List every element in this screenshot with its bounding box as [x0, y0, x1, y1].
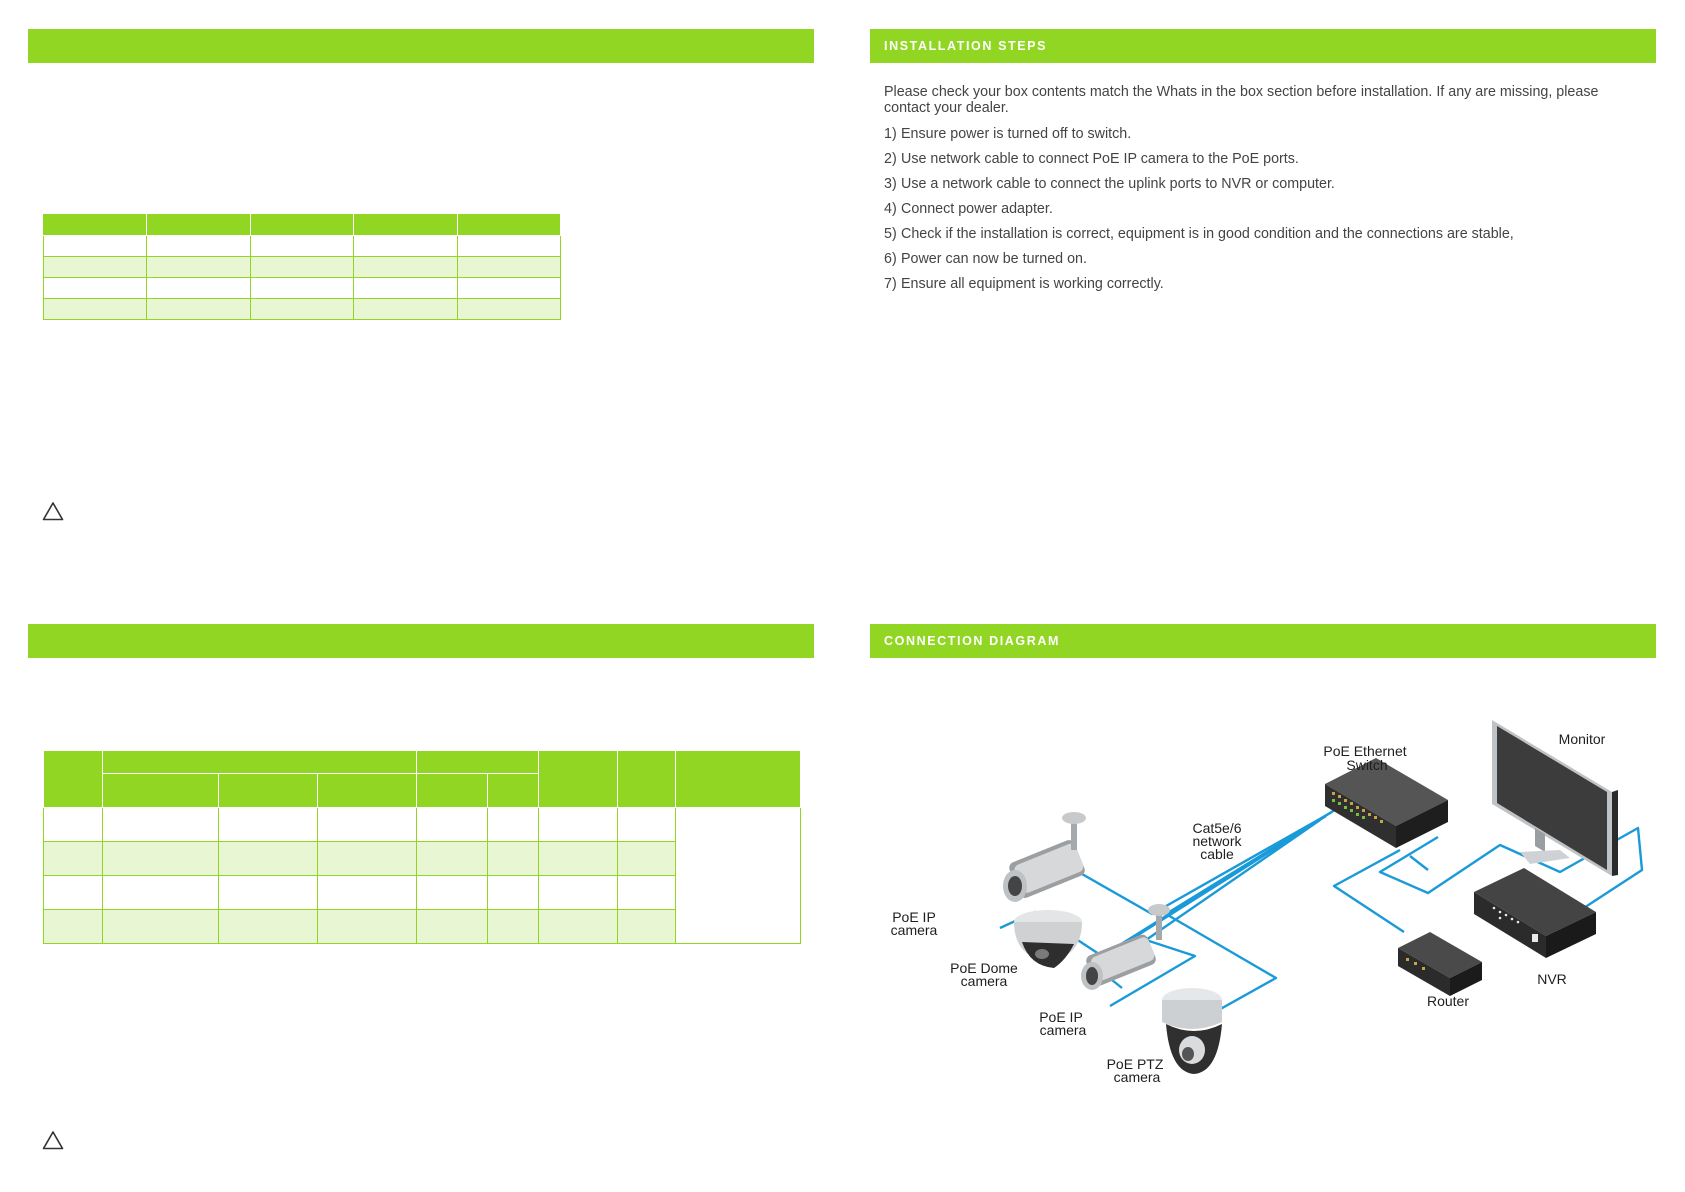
label-switch-line2: Switch — [1346, 757, 1387, 773]
poe-ptz-camera-icon — [1162, 988, 1222, 1074]
poe-ip-camera-icon — [1003, 812, 1086, 902]
table-row — [43, 909, 801, 944]
step-text: Use network cable to connect PoE IP came… — [901, 151, 1299, 167]
section-header-bottom-left — [28, 624, 814, 658]
installation-step: 4)Connect power adapter. — [884, 201, 1604, 217]
step-number: 1) — [884, 126, 897, 142]
step-number: 4) — [884, 201, 897, 217]
table-row — [42, 256, 562, 278]
step-text: Ensure all equipment is working correctl… — [901, 276, 1164, 292]
specs-table-top — [42, 214, 562, 320]
table-header-row — [43, 750, 802, 808]
label-monitor: Monitor — [1559, 731, 1606, 747]
step-number: 2) — [884, 151, 897, 167]
table-row — [43, 875, 801, 910]
monitor-icon — [1492, 720, 1618, 876]
poe-switch-icon — [1325, 758, 1448, 848]
label-dome-camera-line2: camera — [961, 973, 1008, 989]
step-number: 6) — [884, 251, 897, 267]
steps-list: 1)Ensure power is turned off to switch.2… — [884, 126, 1604, 292]
label-ip-camera-2-line2: camera — [1040, 1022, 1087, 1038]
table-row — [43, 841, 801, 876]
step-text: Connect power adapter. — [901, 201, 1053, 217]
installation-step: 5)Check if the installation is correct, … — [884, 226, 1604, 242]
step-text: Use a network cable to connect the uplin… — [901, 176, 1335, 192]
table-row — [42, 235, 562, 257]
installation-step: 1)Ensure power is turned off to switch. — [884, 126, 1604, 142]
section-header-installation-steps: INSTALLATION STEPS — [870, 29, 1656, 63]
label-router: Router — [1427, 993, 1469, 1009]
label-switch-line1: PoE Ethernet — [1323, 743, 1406, 759]
step-number: 7) — [884, 276, 897, 292]
label-cable-line1: Cat5e/6 — [1192, 820, 1241, 836]
step-number: 3) — [884, 176, 897, 192]
step-text: Ensure power is turned off to switch. — [901, 126, 1132, 142]
label-ptz-camera-line1: PoE PTZ — [1107, 1056, 1164, 1072]
label-ip-camera-1-line1: PoE IP — [892, 909, 936, 925]
warning-triangle-icon — [42, 502, 64, 521]
connection-diagram: PoE Ethernet Switch Monitor Cat5e/6 netw… — [891, 720, 1644, 1085]
poe-ip-camera-icon — [1081, 904, 1170, 990]
step-text: Power can now be turned on. — [901, 251, 1087, 267]
label-nvr: NVR — [1537, 971, 1567, 987]
step-number: 5) — [884, 226, 897, 242]
installation-step: 2)Use network cable to connect PoE IP ca… — [884, 151, 1604, 167]
label-dome-camera-line1: PoE Dome — [950, 960, 1018, 976]
table-header-row — [42, 214, 562, 236]
label-ptz-camera-line2: camera — [1114, 1069, 1161, 1085]
poe-dome-camera-icon — [1014, 910, 1082, 968]
router-icon — [1398, 932, 1482, 996]
label-cable-line2: network — [1192, 833, 1242, 849]
step-text: Check if the installation is correct, eq… — [901, 226, 1514, 242]
table-row — [42, 298, 562, 320]
table-row — [42, 277, 562, 299]
label-cable-line3: cable — [1200, 846, 1234, 862]
label-ip-camera-1-line2: camera — [891, 922, 938, 938]
table-row — [43, 807, 802, 944]
section-header-top-left — [28, 29, 814, 63]
installation-steps: Please check your box contents match the… — [884, 84, 1604, 301]
nvr-icon — [1474, 868, 1596, 958]
installation-intro: Please check your box contents match the… — [884, 84, 1599, 116]
installation-step: 6)Power can now be turned on. — [884, 251, 1604, 267]
section-header-connection-diagram: CONNECTION DIAGRAM — [870, 624, 1656, 658]
installation-step: 7)Ensure all equipment is working correc… — [884, 276, 1604, 292]
label-ip-camera-2-line1: PoE IP — [1039, 1009, 1083, 1025]
warning-triangle-icon — [42, 1131, 64, 1150]
installation-step: 3)Use a network cable to connect the upl… — [884, 176, 1604, 192]
specs-table-bottom — [43, 750, 802, 944]
